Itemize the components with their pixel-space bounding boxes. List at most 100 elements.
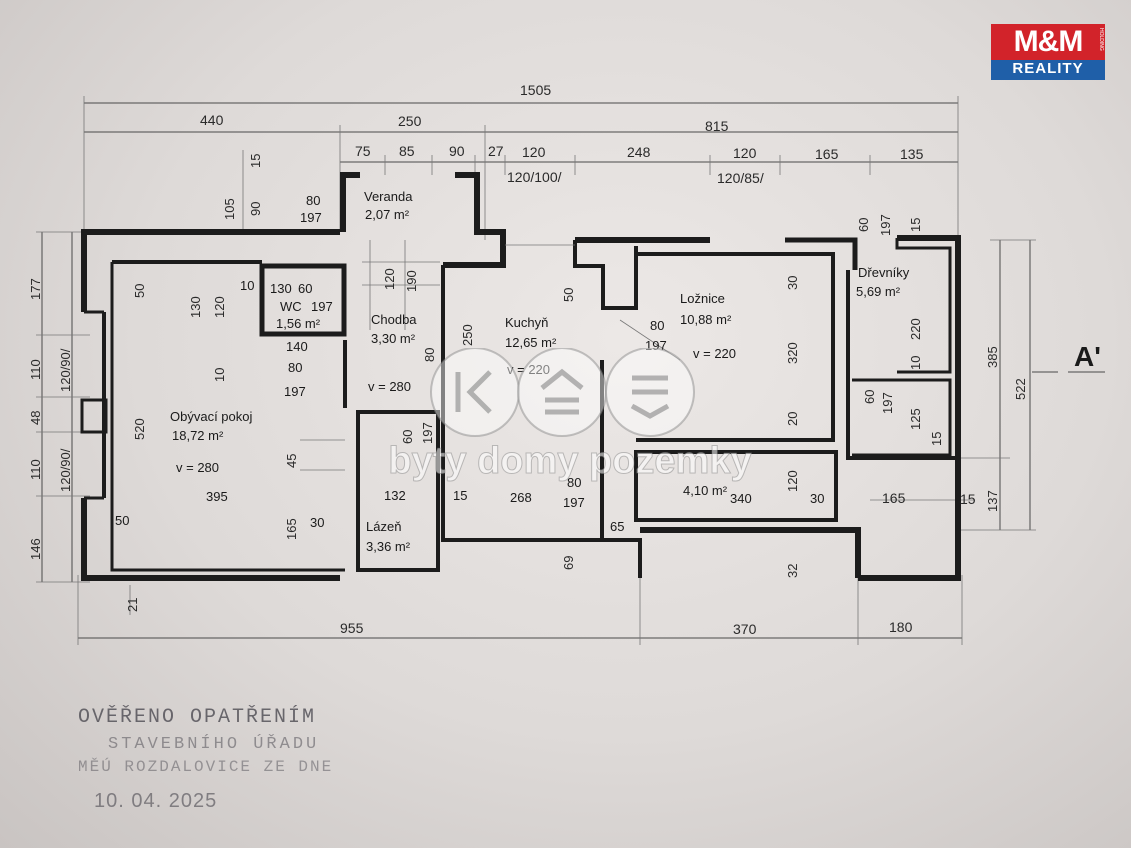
dim-340: 340 — [730, 491, 752, 506]
dim-60-lazen: 60 — [400, 430, 415, 444]
dim-60-drevniky: 60 — [856, 218, 871, 232]
dim-132: 132 — [384, 488, 406, 503]
approval-stamp: OVĚŘENO OPATŘENÍM STAVEBNÍHO ÚŘADU MĚÚ R… — [78, 706, 333, 813]
dim-110-a: 110 — [28, 359, 43, 380]
dim-door-197-veranda: 197 — [300, 210, 322, 225]
room-kuchyn-height: v = 220 — [507, 362, 550, 377]
window-120-90-a: 120/90/ — [58, 348, 73, 392]
dim-130-wc: 130 — [270, 281, 292, 296]
dim-165: 165 — [815, 146, 839, 162]
room-obyvaci-name: Obývací pokoj — [170, 409, 252, 424]
dim-30-bedroom: 30 — [785, 276, 800, 290]
bottom-dimension-lines — [77, 575, 963, 645]
dim-955: 955 — [340, 620, 364, 636]
dim-30-living: 30 — [310, 515, 324, 530]
room-spiz-area: 4,10 m² — [683, 483, 728, 498]
dim-320: 320 — [785, 342, 800, 364]
dim-door-80-kitchen: 80 — [567, 475, 581, 490]
dim-197-wc: 197 — [311, 299, 333, 314]
dim-180: 180 — [889, 619, 913, 635]
dim-250: 250 — [398, 113, 422, 129]
dim-197-lazen: 197 — [420, 422, 435, 444]
room-wc-area: 1,56 m² — [276, 316, 321, 331]
dim-60-wc: 60 — [298, 281, 312, 296]
dim-120-b: 120 — [733, 145, 757, 161]
dim-190-chodba: 190 — [404, 270, 419, 292]
dim-220-drevniky: 220 — [908, 318, 923, 340]
logo-top-text: M&M — [991, 24, 1105, 60]
dim-50-kitchen: 50 — [561, 288, 576, 302]
dim-370: 370 — [733, 621, 757, 637]
dim-10-living: 10 — [212, 368, 227, 382]
dim-165-living: 165 — [284, 518, 299, 540]
dim-165-right: 165 — [882, 490, 906, 506]
dim-75: 75 — [355, 143, 371, 159]
dim-15-left: 15 — [248, 154, 263, 168]
logo-holding-text: HOLDING — [1098, 28, 1104, 51]
dim-120-living: 120 — [212, 296, 227, 318]
dim-door-80-veranda: 80 — [306, 193, 320, 208]
room-chodba-name: Chodba — [371, 312, 417, 327]
dim-522: 522 — [1013, 378, 1028, 400]
room-loznice-area: 10,88 m² — [680, 312, 732, 327]
stamp-line-3: MĚÚ ROZDALOVICE ZE DNE — [78, 758, 334, 776]
dim-20-bedroom: 20 — [785, 412, 800, 426]
dim-268: 268 — [510, 490, 532, 505]
room-wc-name: WC — [280, 299, 302, 314]
dim-105: 105 — [222, 198, 237, 220]
dim-10-wc: 10 — [240, 278, 254, 293]
dim-250-kitchen: 250 — [460, 324, 475, 346]
dim-50-bottom: 50 — [115, 513, 129, 528]
dim-30-spiz: 30 — [810, 491, 824, 506]
dim-door-80-bedroom: 80 — [650, 318, 664, 333]
dim-130-living: 130 — [188, 296, 203, 318]
room-loznice-height: v = 220 — [693, 346, 736, 361]
section-marker-a: A' — [1074, 341, 1101, 372]
dim-15-drevniky: 15 — [908, 218, 923, 232]
stamp-line-1: OVĚŘENO OPATŘENÍM — [78, 706, 317, 729]
dim-135: 135 — [900, 146, 924, 162]
dim-door-197-kitchen: 197 — [563, 495, 585, 510]
dim-32: 32 — [785, 564, 800, 578]
dim-385: 385 — [985, 346, 1000, 368]
dim-248: 248 — [627, 144, 651, 160]
window-120-90-b: 120/90/ — [58, 448, 73, 492]
stamp-date: 10. 04. 2025 — [94, 790, 218, 812]
dim-177: 177 — [28, 278, 43, 300]
dim-60-drevniky-b: 60 — [862, 390, 877, 404]
window-120-100: 120/100/ — [507, 169, 562, 185]
dim-69: 69 — [561, 556, 576, 570]
dim-50-living: 50 — [132, 284, 147, 298]
dim-90: 90 — [449, 143, 465, 159]
walls — [80, 172, 961, 581]
dim-120-chodba: 120 — [382, 268, 397, 290]
dim-21: 21 — [125, 598, 140, 612]
dim-65: 65 — [610, 519, 624, 534]
room-chodba-area: 3,30 m² — [371, 331, 416, 346]
dim-90-left: 90 — [248, 202, 263, 216]
dim-197-drevniky: 197 — [878, 214, 893, 236]
dim-door-80-living: 80 — [288, 360, 302, 375]
room-drevniky-area: 5,69 m² — [856, 284, 901, 299]
dim-120-a: 120 — [522, 144, 546, 160]
room-drevniky-name: Dřevníky — [858, 265, 910, 280]
mm-reality-logo: M&M REALITY HOLDING — [991, 24, 1105, 80]
stamp-line-2: STAVEBNÍHO ÚŘADU — [108, 735, 320, 754]
room-obyvaci-area: 18,72 m² — [172, 428, 224, 443]
room-lazen-area: 3,36 m² — [366, 539, 411, 554]
dim-815: 815 — [705, 118, 729, 134]
dim-15-kitchen: 15 — [453, 488, 467, 503]
dim-door-197-living: 197 — [284, 384, 306, 399]
right-dimension-lines — [870, 239, 1105, 531]
dim-48: 48 — [28, 411, 43, 425]
dim-440: 440 — [200, 112, 224, 128]
dim-197-drevniky-b: 197 — [880, 392, 895, 414]
dim-door-197-bedroom: 197 — [645, 338, 667, 353]
dim-45: 45 — [284, 454, 299, 468]
dim-146: 146 — [28, 538, 43, 560]
room-obyvaci-height: v = 280 — [176, 460, 219, 475]
dim-85: 85 — [399, 143, 415, 159]
dim-15-right: 15 — [960, 491, 976, 507]
dim-110-b: 110 — [28, 459, 43, 480]
